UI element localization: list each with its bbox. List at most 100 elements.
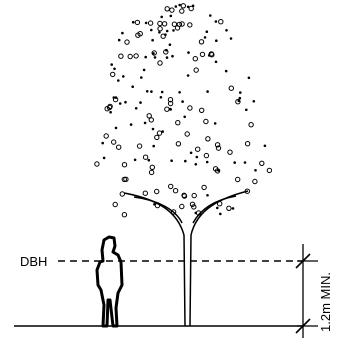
tree-canopy <box>94 3 273 218</box>
canopy-dot <box>195 210 202 216</box>
canopy-dot <box>116 144 122 150</box>
canopy-dot <box>153 56 157 59</box>
canopy-dot <box>103 133 109 139</box>
canopy-dot <box>172 188 179 194</box>
canopy-dot <box>127 53 133 60</box>
canopy-dot <box>214 20 218 23</box>
canopy-dot <box>134 19 141 26</box>
canopy-dot <box>139 101 142 104</box>
height-dimension-label: 1.2m MIN. <box>318 272 333 332</box>
canopy-dot <box>191 4 195 8</box>
canopy-dot <box>124 100 127 104</box>
canopy-dot <box>179 21 185 27</box>
canopy-dot <box>215 145 222 151</box>
canopy-dot <box>165 29 169 33</box>
canopy-dot <box>181 193 188 199</box>
canopy-dot <box>160 15 163 19</box>
canopy-dot <box>119 191 126 197</box>
canopy-dot <box>124 39 130 45</box>
canopy-dot <box>135 32 141 38</box>
canopy-dot <box>121 212 128 218</box>
canopy-dot <box>205 160 209 164</box>
canopy-dot <box>136 143 143 149</box>
canopy-dot <box>227 149 233 155</box>
canopy-dot <box>117 38 121 42</box>
canopy-dot <box>142 154 149 160</box>
canopy-dot <box>228 85 235 91</box>
canopy-dot <box>157 20 163 27</box>
canopy-dot <box>254 169 257 172</box>
canopy-dot <box>199 107 205 114</box>
canopy-dot <box>224 69 228 73</box>
canopy-dot <box>191 192 197 199</box>
canopy-dot <box>121 162 128 168</box>
canopy-dot <box>191 204 197 210</box>
canopy-dot <box>152 144 155 148</box>
canopy-dot <box>110 71 116 78</box>
canopy-dot <box>219 212 222 216</box>
canopy-dot <box>207 54 211 57</box>
canopy-dot <box>121 31 124 35</box>
canopy-dot <box>203 118 209 125</box>
canopy-dot <box>216 206 219 210</box>
canopy-dot <box>206 90 209 93</box>
canopy-dot <box>225 29 228 32</box>
canopy-dot <box>142 190 149 196</box>
canopy-dot <box>189 201 196 208</box>
canopy-dot <box>151 127 155 131</box>
canopy-dot <box>170 159 173 162</box>
canopy-dot <box>229 37 233 40</box>
canopy-dot <box>205 30 209 33</box>
tree-trunk <box>123 190 249 327</box>
canopy-dot <box>169 108 172 111</box>
canopy-dot <box>171 54 174 58</box>
canopy-dot <box>201 184 207 191</box>
canopy-dot <box>239 91 242 94</box>
canopy-dot <box>131 20 135 24</box>
canopy-dot <box>107 103 113 110</box>
canopy-dot <box>143 121 147 125</box>
canopy-dot <box>140 76 143 79</box>
canopy-dot <box>118 53 124 59</box>
canopy-dot <box>112 201 118 208</box>
canopy-dot <box>110 63 113 66</box>
canopy-dot <box>169 14 173 18</box>
canopy-dot <box>174 5 178 8</box>
canopy-dot <box>238 96 242 100</box>
canopy-dot <box>149 164 156 171</box>
canopy-dot <box>266 167 273 174</box>
canopy-dot <box>144 55 147 59</box>
canopy-dot <box>131 85 134 88</box>
canopy-dot <box>188 5 194 12</box>
canopy-dot <box>159 96 163 99</box>
canopy-dot <box>161 21 168 27</box>
canopy-dot <box>160 33 166 39</box>
canopy-dot <box>217 201 223 207</box>
canopy-dot <box>175 120 181 126</box>
canopy-dot <box>214 142 221 148</box>
canopy-dot <box>247 76 251 80</box>
canopy-dot <box>252 178 258 185</box>
canopy-dot <box>198 39 205 45</box>
canopy-dot <box>187 22 193 28</box>
canopy-dot <box>243 161 247 164</box>
canopy-dot <box>114 126 118 130</box>
canopy-dot <box>233 161 236 164</box>
canopy-dot <box>129 123 133 126</box>
canopy-dot <box>195 146 201 152</box>
canopy-dot <box>154 188 160 195</box>
canopy-dot <box>123 176 129 183</box>
canopy-dot <box>154 134 160 141</box>
canopy-dot <box>167 100 174 107</box>
canopy-dot <box>160 90 164 94</box>
canopy-dot <box>194 163 198 166</box>
dbh-label: DBH <box>20 254 47 269</box>
canopy-dot <box>248 122 254 128</box>
canopy-dot <box>133 158 137 162</box>
canopy-dot <box>150 28 153 32</box>
canopy-dot <box>157 26 163 32</box>
canopy-dot <box>165 56 169 59</box>
height-dimension <box>295 244 318 338</box>
canopy-dot <box>94 161 100 167</box>
